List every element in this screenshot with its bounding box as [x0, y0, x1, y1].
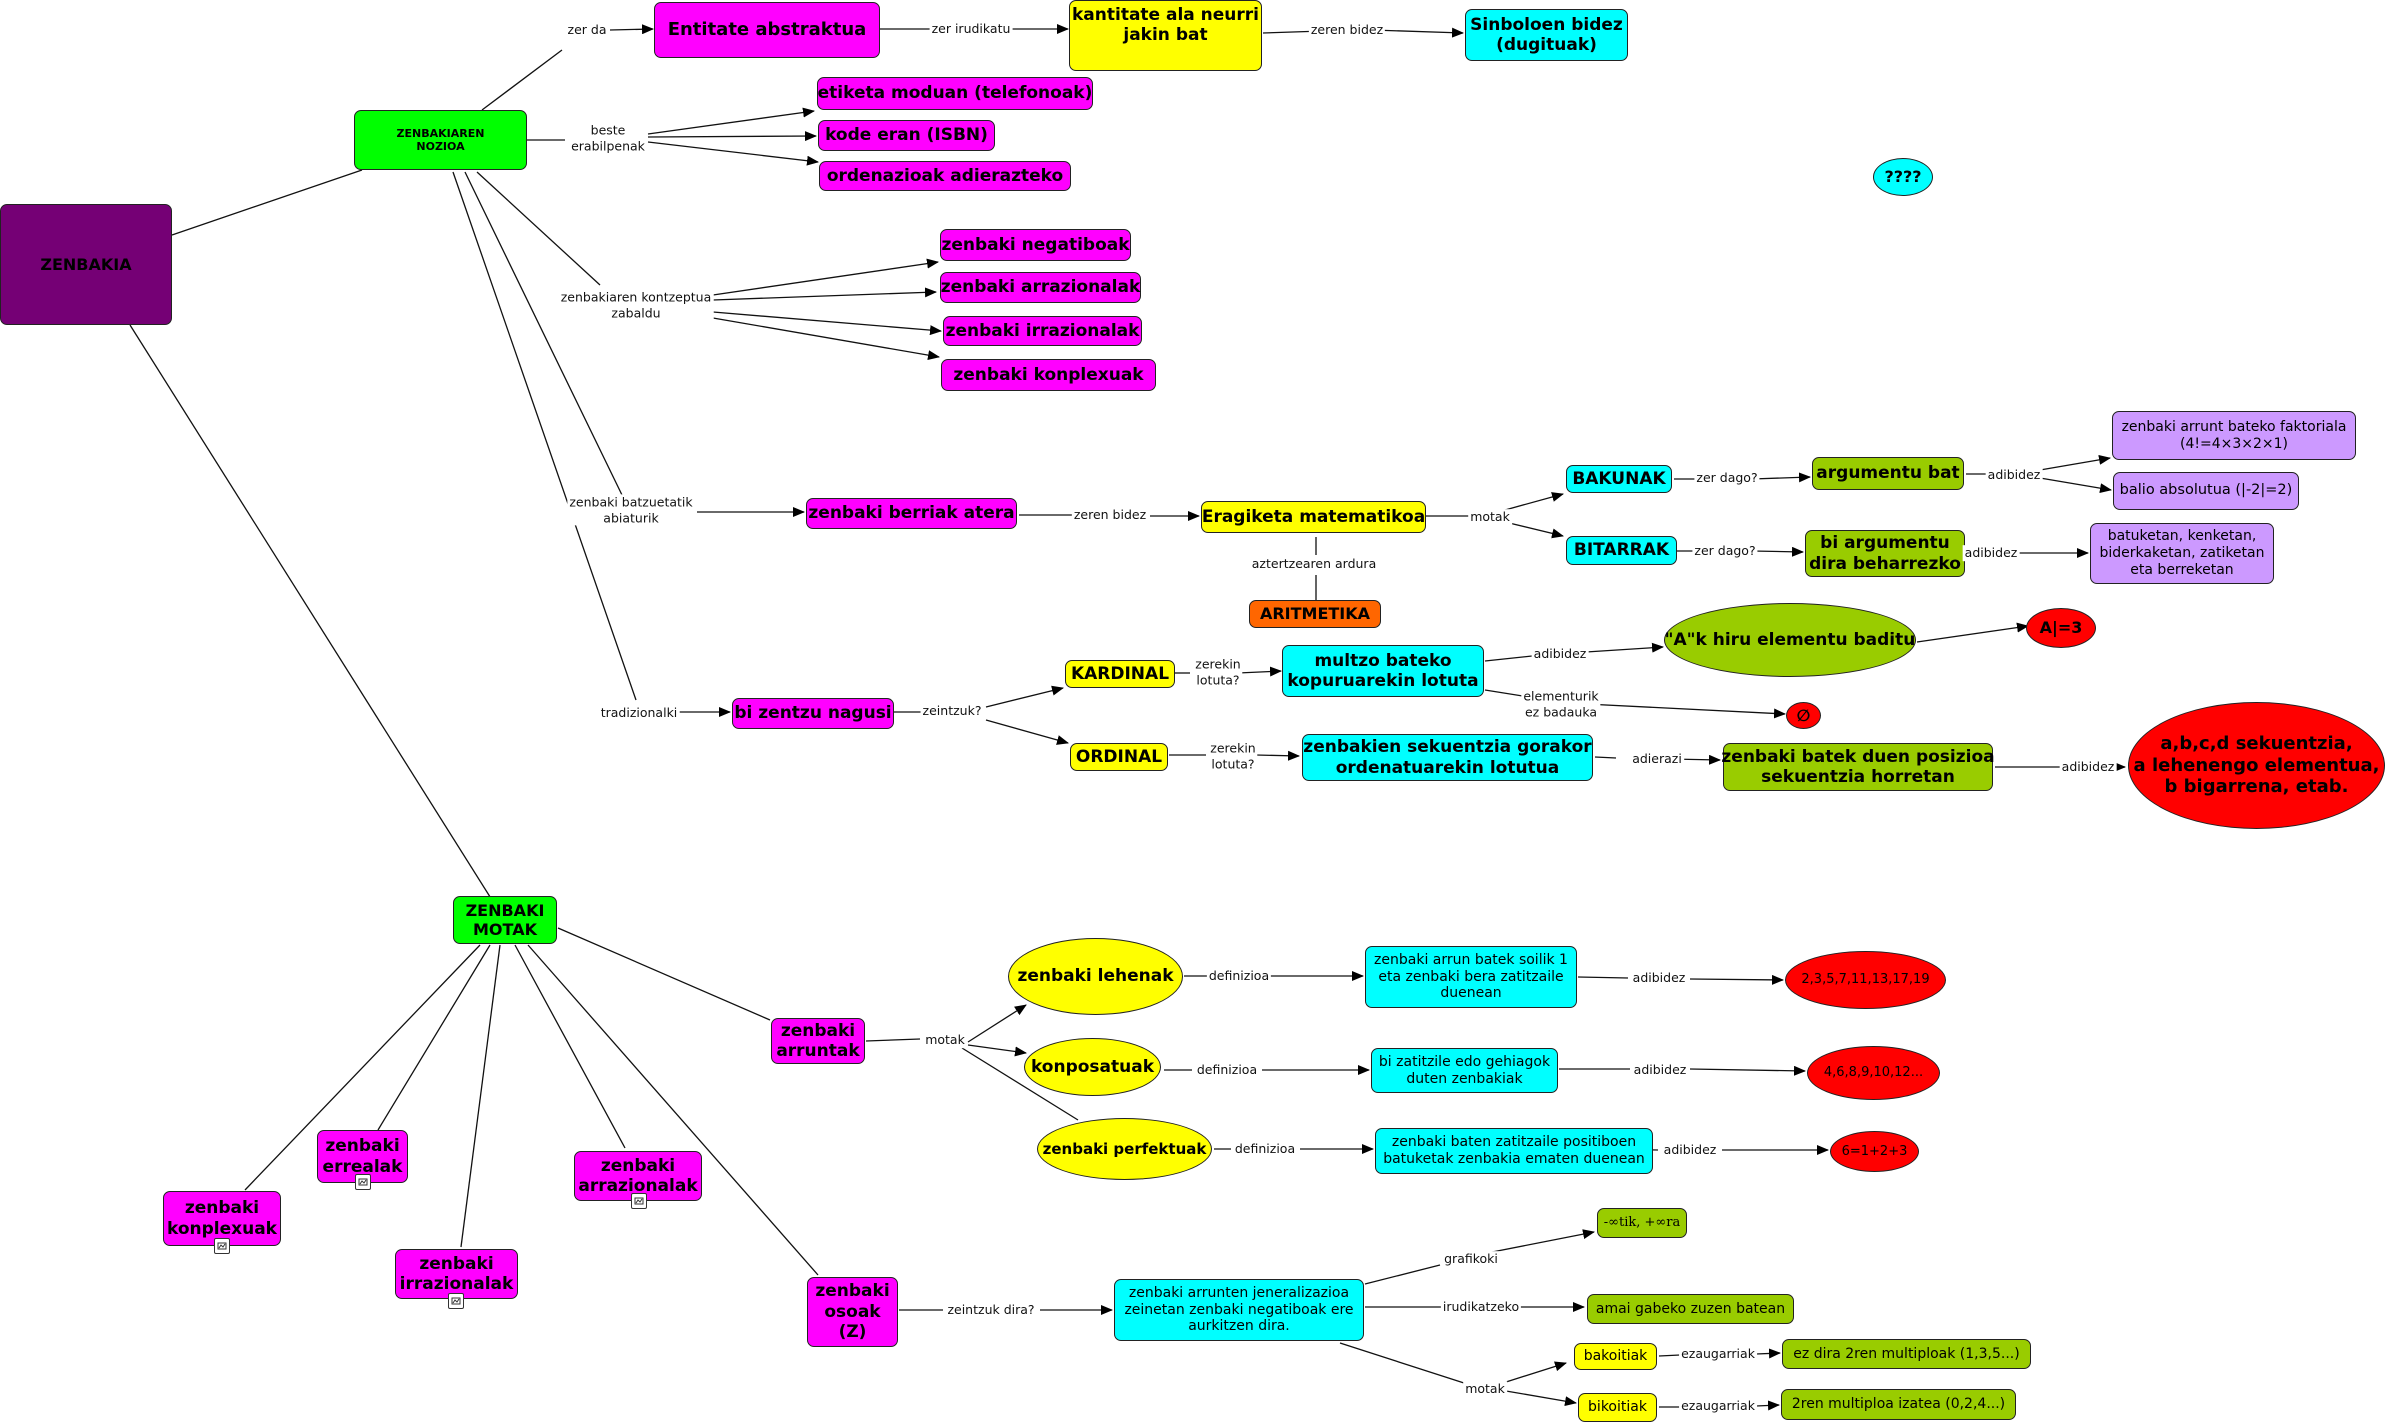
resource-icon-irrazionalak[interactable]	[448, 1293, 464, 1309]
link-label-zerekin-lotuta-2: zerekin lotuta?	[1208, 740, 1258, 772]
link-label-tradizionalki: tradizionalki	[598, 705, 680, 721]
link-label-adibidez-3: adibidez	[1531, 646, 1589, 662]
node-batuketan[interactable]: batuketan, kenketan, biderkaketan, zatik…	[2090, 523, 2274, 584]
resource-icon-errealak[interactable]	[355, 1174, 371, 1190]
link-label-zer-dago-2: zer dago?	[1692, 543, 1758, 559]
link-label-motak-2: motak	[923, 1032, 967, 1048]
node-zenbaki-arrazionalak-bot[interactable]: zenbaki arrazionalak	[574, 1151, 702, 1201]
node-konposatuak[interactable]: konposatuak	[1024, 1038, 1161, 1096]
node-bakoiti-ezaugarria[interactable]: ez dira 2ren multiploak (1,3,5...)	[1782, 1339, 2031, 1369]
node-zenbaki-negatiboak[interactable]: zenbaki negatiboak	[940, 229, 1131, 261]
link-label-adibidez-4: adibidez	[2059, 759, 2117, 775]
node-zenbaki-arrazionalak-top[interactable]: zenbaki arrazionalak	[940, 272, 1141, 303]
node-zenbaki-lehenak[interactable]: zenbaki lehenak	[1008, 938, 1183, 1015]
link-label-zeren-bidez-1: zeren bidez	[1308, 22, 1386, 38]
node-zenbaki-errealak[interactable]: zenbaki errealak	[317, 1130, 408, 1183]
node-zenbaki-motak[interactable]: ZENBAKI MOTAK	[453, 896, 557, 944]
node-entitate-abstraktua[interactable]: Entitate abstraktua	[654, 2, 880, 58]
node-bi-zentzu-nagusi[interactable]: bi zentzu nagusi	[732, 698, 894, 729]
node-konposatu-adibidea[interactable]: 4,6,8,9,10,12...	[1807, 1046, 1940, 1100]
link-label-zer-irudikatu: zer irudikatu	[929, 21, 1013, 37]
resource-icon-arrazionalak[interactable]	[631, 1193, 647, 1209]
node-question-marks[interactable]: ????	[1873, 158, 1933, 196]
node-zenbakien-sekuentzia[interactable]: zenbakien sekuentzia gorakor ordenatuare…	[1302, 734, 1593, 781]
link-label-adibidez-5: adibidez	[1630, 970, 1688, 986]
node-perfektu-definizioa[interactable]: zenbaki baten zatitzaile positiboen batu…	[1375, 1128, 1653, 1174]
link-label-adibidez-6: adibidez	[1631, 1062, 1689, 1078]
link-label-zerekin-lotuta-1: zerekin lotuta?	[1193, 656, 1243, 688]
node-zenbaki-irrazionalak-bot[interactable]: zenbaki irrazionalak	[395, 1249, 518, 1299]
link-label-grafikoki: grafikoki	[1442, 1251, 1500, 1267]
link-label-motak-3: motak	[1463, 1381, 1507, 1397]
node-balio-absolutua[interactable]: balio absolutua (|-2|=2)	[2113, 472, 2299, 510]
link-label-beste-erabilpenak: beste erabilpenak	[569, 122, 647, 154]
node-zenbakia[interactable]: ZENBAKIA	[0, 204, 172, 325]
node-zenbaki-irrazionalak-top[interactable]: zenbaki irrazionalak	[943, 316, 1142, 346]
node-zenbaki-berriak[interactable]: zenbaki berriak atera	[806, 498, 1017, 529]
node-perfektu-adibidea[interactable]: 6=1+2+3	[1830, 1131, 1919, 1172]
node-a-equals-3[interactable]: A|=3	[2026, 608, 2096, 648]
node-faktoriala[interactable]: zenbaki arrunt bateko faktoriala (4!=4×3…	[2112, 411, 2356, 460]
link-label-adibidez-7: adibidez	[1661, 1142, 1719, 1158]
link-label-adierazi: adierazi	[1630, 751, 1684, 767]
node-kode-eran[interactable]: kode eran (ISBN)	[818, 120, 995, 151]
link-label-definizioa-1: definizioa	[1206, 968, 1272, 984]
link-label-irudikatzeko: irudikatzeko	[1440, 1299, 1522, 1315]
node-abcd-sekuentzia[interactable]: a,b,c,d sekuentzia, a lehenengo elementu…	[2128, 702, 2385, 829]
link-label-zeren-bidez-2: zeren bidez	[1071, 507, 1149, 523]
node-ordenazioak[interactable]: ordenazioak adierazteko	[819, 161, 1071, 191]
resource-icon-konplexuak[interactable]	[214, 1238, 230, 1254]
node-posizioa[interactable]: zenbaki batek duen posizioa sekuentzia h…	[1721, 743, 1995, 791]
link-label-ezaugarriak-2: ezaugarriak	[1679, 1398, 1757, 1414]
node-sinboloen-bidez[interactable]: Sinboloen bidez (dugituak)	[1465, 9, 1628, 61]
link-label-aztertzearen: aztertzearen ardura	[1249, 556, 1379, 572]
node-bakoitiak[interactable]: bakoitiak	[1574, 1343, 1657, 1370]
link-label-elementurik: elementurik ez badauka	[1521, 688, 1601, 720]
node-kardinal[interactable]: KARDINAL	[1065, 660, 1175, 688]
node-a-hiru-elementu[interactable]: "A"k hiru elementu baditu	[1664, 603, 1916, 677]
node-amai-gabeko-zuzen[interactable]: amai gabeko zuzen batean	[1587, 1294, 1794, 1324]
node-zenbakiaren-nozioa[interactable]: ZENBAKIAREN NOZIOA	[354, 110, 527, 170]
node-zenbaki-perfektuak[interactable]: zenbaki perfektuak	[1037, 1118, 1212, 1180]
node-bitarrak[interactable]: BITARRAK	[1566, 536, 1677, 565]
node-bi-argumentu[interactable]: bi argumentu dira beharrezko	[1805, 530, 1965, 577]
link-label-zer-dago-1: zer dago?	[1694, 470, 1760, 486]
link-label-definizioa-2: definizioa	[1194, 1062, 1260, 1078]
link-label-zeintzuk: zeintzuk?	[920, 703, 984, 719]
node-bikoiti-ezaugarria[interactable]: 2ren multiploa izatea (0,2,4...)	[1781, 1389, 2016, 1420]
node-bakunak[interactable]: BAKUNAK	[1566, 465, 1672, 493]
link-label-zer-da: zer da	[565, 22, 609, 38]
node-bikoitiak[interactable]: bikoitiak	[1578, 1393, 1657, 1422]
link-label-kontzeptua-zabaldu: zenbakiaren kontzeptua zabaldu	[558, 289, 714, 321]
node-zenbaki-osoak[interactable]: zenbaki osoak (Z)	[807, 1277, 898, 1347]
node-aritmetika[interactable]: ARITMETIKA	[1249, 600, 1381, 628]
link-label-batzuetatik: zenbaki batzuetatik abiaturik	[567, 494, 695, 526]
node-multzo-bateko[interactable]: multzo bateko kopuruarekin lotuta	[1282, 645, 1484, 697]
node-zenbaki-konplexuak-top[interactable]: zenbaki konplexuak	[941, 359, 1156, 391]
node-eragiketa-matematikoa[interactable]: Eragiketa matematikoa	[1201, 501, 1426, 533]
node-etiketa-moduan[interactable]: etiketa moduan (telefonoak)	[817, 77, 1093, 110]
node-osoak-definizioa[interactable]: zenbaki arrunten jeneralizazioa zeinetan…	[1114, 1279, 1364, 1341]
node-infinity[interactable]: -∞tik, +∞ra	[1597, 1208, 1687, 1238]
node-lehen-adibidea[interactable]: 2,3,5,7,11,13,17,19	[1785, 951, 1946, 1009]
link-label-zeintzuk-dira: zeintzuk dira?	[945, 1302, 1037, 1318]
link-label-ezaugarriak-1: ezaugarriak	[1679, 1346, 1757, 1362]
node-empty-set[interactable]: ∅	[1786, 702, 1821, 729]
link-label-motak-1: motak	[1468, 509, 1512, 525]
node-zenbaki-arruntak[interactable]: zenbaki arruntak	[771, 1018, 865, 1064]
node-lehen-definizioa[interactable]: zenbaki arrun batek soilik 1 eta zenbaki…	[1365, 946, 1577, 1008]
link-label-definizioa-3: definizioa	[1232, 1141, 1298, 1157]
node-kantitate[interactable]: kantitate ala neurri jakin bat	[1069, 0, 1262, 71]
node-argumentu-bat[interactable]: argumentu bat	[1812, 457, 1964, 490]
node-konposatu-definizioa[interactable]: bi zatitzile edo gehiagok duten zenbakia…	[1371, 1048, 1558, 1093]
link-label-adibidez-1: adibidez	[1985, 467, 2043, 483]
node-zenbaki-konplexuak-bot[interactable]: zenbaki konplexuak	[163, 1191, 281, 1246]
node-ordinal[interactable]: ORDINAL	[1070, 743, 1168, 771]
link-label-adibidez-2: adibidez	[1962, 545, 2020, 561]
